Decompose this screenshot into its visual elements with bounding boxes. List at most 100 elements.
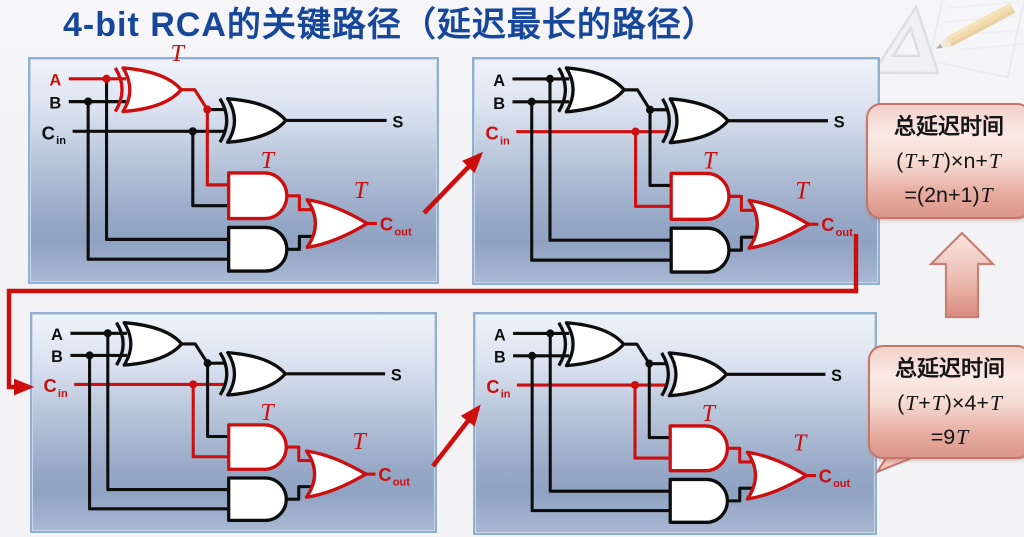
label-s: S: [392, 112, 403, 131]
xor-gate-2: [226, 350, 287, 397]
wire-xor1-out: [624, 88, 652, 111]
grid-lines: [945, 1, 1024, 51]
carry-arrow-3-to-4: [431, 404, 481, 468]
wire-and2-to-or: [725, 486, 756, 503]
label-s: S: [834, 112, 845, 131]
junction-dot: [631, 127, 640, 136]
and-gate-2: [227, 225, 289, 273]
and-gate-1: [227, 423, 288, 471]
label-cin: C: [42, 122, 55, 143]
xor-gate-1: [121, 66, 183, 114]
wire-cin-to-and1: [191, 384, 229, 459]
junction-dot: [188, 127, 197, 136]
corner-decoration: [868, 0, 1024, 100]
callout-line: =9T: [930, 425, 969, 449]
gate-delay-label: T: [703, 147, 719, 174]
label-cin-sub: in: [58, 388, 68, 400]
drafting-tools-art: [870, 0, 1024, 79]
callout-line: (T+T)×n+T: [896, 149, 1001, 173]
callout-line: (T+T)×4+T: [897, 391, 1002, 415]
label-cin: C: [486, 376, 499, 397]
page-title: 4-bit RCA的关键路径（延迟最长的路径）: [63, 6, 717, 44]
wire-xor1-to-and1: [648, 109, 672, 188]
label-a: A: [51, 326, 63, 344]
wire-cin-to-and1: [634, 131, 672, 208]
wire-and1-to-or: [726, 194, 758, 212]
or-gate-1: [304, 449, 368, 499]
label-s: S: [831, 367, 842, 385]
xor-gate-2: [667, 351, 729, 398]
junction-dot: [645, 105, 655, 114]
wire-b-to-and2: [88, 355, 229, 511]
label-cout: C: [380, 213, 393, 234]
label-cout: C: [378, 464, 391, 485]
gate-delay-label: T: [353, 429, 368, 455]
xor-gate-2: [226, 96, 288, 144]
label-a: A: [494, 326, 506, 344]
label-cin: C: [44, 375, 57, 396]
wire-xor1-out: [181, 342, 209, 365]
callout-line: 总延迟时间: [893, 114, 1004, 139]
gate-delay-label: T: [795, 177, 811, 204]
label-cout-sub: out: [836, 227, 853, 239]
junction-dot: [203, 359, 212, 368]
label-a: A: [493, 71, 505, 90]
xor-gate-1-backarc: [113, 67, 124, 113]
xor-gate-2-backarc: [218, 97, 229, 144]
junction-dot: [189, 380, 198, 389]
gate-delay-label: T: [171, 40, 187, 67]
paper-sheet: [928, 0, 1024, 79]
and-gate-2: [669, 226, 731, 274]
junction-dot: [528, 351, 537, 360]
junction-dot: [85, 351, 94, 360]
label-cin-sub: in: [501, 389, 511, 401]
and-gate-2: [668, 477, 729, 524]
label-cin-sub: in: [56, 135, 66, 147]
xor-gate-1-backarc: [557, 67, 568, 113]
label-cout-sub: out: [394, 226, 412, 238]
wire-and1-to-or: [284, 194, 316, 212]
xor-gate-2: [668, 97, 730, 145]
callout-4bit-delay: 总延迟时间 (T+T)×4+T =9T: [868, 345, 1024, 459]
and-gate-1: [227, 171, 289, 221]
callout-general-delay: 总延迟时间 (T+T)×n+T =(2n+1)T: [866, 103, 1024, 219]
gate-delay-label: T: [702, 401, 717, 427]
junction-dot: [527, 97, 536, 106]
wire-and2-to-or: [284, 485, 316, 501]
gate-delay-label: T: [260, 400, 275, 426]
label-cout: C: [821, 214, 834, 235]
junction-dot: [631, 380, 639, 390]
callout-line: =(2n+1)T: [904, 183, 993, 207]
wire-xor1-out: [181, 88, 209, 111]
wire-xor1-to-and1: [205, 109, 229, 187]
label-cin: C: [486, 122, 499, 143]
wire-xor1-out: [623, 342, 651, 365]
or-gate-1: [745, 450, 809, 501]
junction-dot: [546, 329, 555, 338]
and-gate-1: [669, 171, 731, 221]
or-gate-1: [747, 198, 811, 250]
label-b: B: [51, 348, 63, 366]
label-s: S: [391, 367, 402, 385]
junction-dot: [645, 359, 654, 368]
wire-cin-to-and1: [191, 131, 229, 208]
gate-delay-label: T: [793, 430, 808, 456]
wire-cin-to-and1: [633, 385, 671, 460]
xor-gate-1: [564, 321, 626, 368]
label-cin-sub: in: [500, 135, 510, 147]
junction-dot: [203, 105, 212, 114]
label-a: A: [49, 71, 61, 90]
junction-dot: [103, 329, 112, 338]
junction-dot: [102, 74, 111, 83]
junction-dot: [545, 74, 555, 84]
xor-gate-1: [564, 66, 626, 114]
junction-dot: [84, 97, 93, 106]
callout-line: 总延迟时间: [894, 356, 1005, 381]
